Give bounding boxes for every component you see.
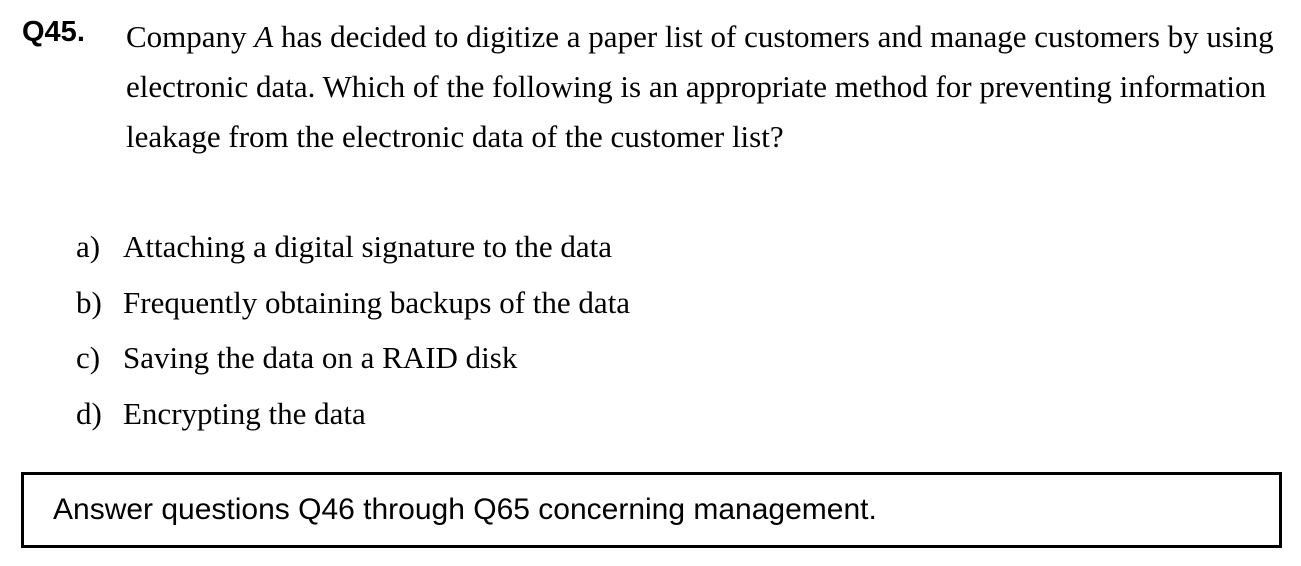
option-letter: d) (76, 396, 102, 431)
question-text-part: Company (126, 19, 255, 54)
option-text: Attaching a digital signature to the dat… (123, 229, 612, 264)
section-notice-text: Answer questions Q46 through Q65 concern… (53, 493, 877, 526)
question-number: Q45. (22, 16, 85, 48)
option-letter: c) (76, 340, 101, 375)
option-text: Encrypting the data (123, 396, 366, 431)
option-d: d) Encrypting the data (76, 396, 366, 432)
option-b: b) Frequently obtaining backups of the da… (76, 285, 630, 321)
company-name: A (254, 19, 274, 54)
option-letter: b) (76, 285, 102, 320)
option-letter: a) (76, 229, 101, 264)
section-notice-box: Answer questions Q46 through Q65 concern… (21, 472, 1282, 548)
question-text: Company A has decided to digitize a pape… (126, 12, 1286, 162)
option-a: a) Attaching a digital signature to the d… (76, 229, 612, 265)
option-c: c) Saving the data on a RAID disk (76, 340, 517, 376)
option-text: Saving the data on a RAID disk (123, 340, 518, 375)
option-text: Frequently obtaining backups of the data (123, 285, 631, 320)
question-text-part: has decided to digitize a paper list of … (126, 19, 1274, 154)
